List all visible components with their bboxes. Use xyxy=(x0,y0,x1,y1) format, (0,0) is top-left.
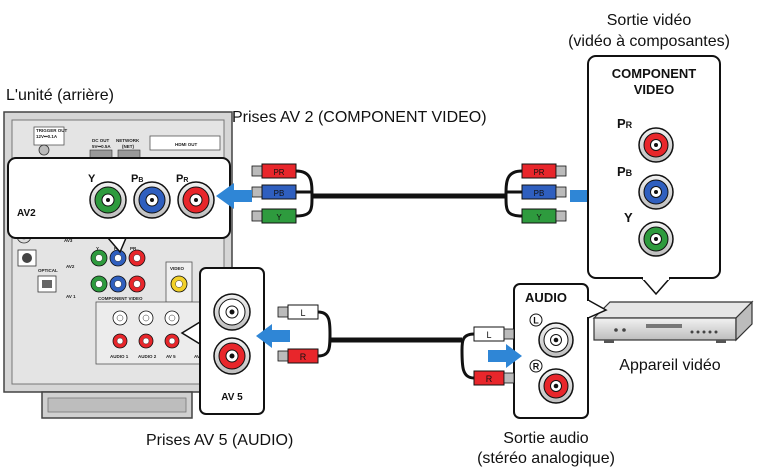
component-title-line2: VIDEO xyxy=(634,82,674,97)
audio-right-mark: R xyxy=(533,362,540,372)
audio-output-panel: AUDIO L R xyxy=(513,283,608,419)
optical-label: OPTICAL xyxy=(38,268,58,273)
network-label: NETWORK xyxy=(116,138,140,143)
left-plug-pb: PB xyxy=(251,184,297,200)
network-sub-label: (NET) xyxy=(122,144,134,149)
av1-row-label: AV 1 xyxy=(66,294,76,299)
arrow-to-receiver-video xyxy=(216,183,252,209)
arrow-to-receiver-audio xyxy=(256,324,290,348)
av2-row-pr-label: PR xyxy=(130,246,137,251)
audio-jack-left xyxy=(538,322,574,358)
arrow-from-device-audio xyxy=(488,344,522,368)
av5-zoom-label: AV 5 xyxy=(221,392,243,403)
output-jack-pr xyxy=(638,127,674,163)
right-plug-pb: PB xyxy=(521,184,567,200)
right-plug-l-label: L xyxy=(486,330,491,340)
output-jack-pb xyxy=(638,174,674,210)
right-plug-pr: PR xyxy=(521,163,567,179)
left-plug-y-label: Y xyxy=(276,213,282,222)
left-plug-r-label: R xyxy=(300,352,307,362)
av2-jacks-label: Prises AV 2 (COMPONENT VIDEO) xyxy=(232,109,487,126)
video-output-label-line2: (vidéo à composantes) xyxy=(568,33,730,50)
audio-jack-right xyxy=(538,368,574,404)
audio-output-label-line1: Sortie audio xyxy=(503,430,588,447)
dc-spec-label: 5V⎓0.5A xyxy=(92,144,111,149)
av2-zoom-pb-label: PB xyxy=(131,173,143,185)
av2-zoom-label: AV2 xyxy=(17,208,36,219)
av2-zoom-y-label: Y xyxy=(88,173,96,185)
left-plug-l-label: L xyxy=(300,308,305,318)
av5-zoom-jack-left xyxy=(213,293,251,331)
audio1-label: AUDIO 1 xyxy=(110,354,129,359)
audio-title: AUDIO xyxy=(525,290,567,305)
right-plug-r: R xyxy=(473,370,515,386)
component-video-label: COMPONENT VIDEO xyxy=(98,296,143,301)
av2-zoom-pr-label: PR xyxy=(176,173,188,185)
video-label: VIDEO xyxy=(170,266,185,271)
component-video-output-panel: COMPONENT VIDEO PR PB Y xyxy=(587,55,721,296)
av6-small-label: AV xyxy=(194,354,200,359)
av2-zoom-jack-pb xyxy=(133,181,171,219)
left-plug-pb-label: PB xyxy=(274,189,285,198)
trigger-spec-label: 12V⎓0.1A xyxy=(36,134,58,139)
hdmi-out-label: HDMI OUT xyxy=(175,142,197,147)
dc-out-label: DC OUT xyxy=(92,138,109,143)
component-title-line1: COMPONENT xyxy=(612,66,697,81)
av2-zoom-jack-y xyxy=(89,181,127,219)
av5-jacks-label: Prises AV 5 (AUDIO) xyxy=(146,432,293,449)
left-plug-l: L xyxy=(277,304,319,320)
av5-small-label: AV 5 xyxy=(166,354,176,359)
output-pb-label: PB xyxy=(617,164,633,179)
output-y-label: Y xyxy=(624,210,633,225)
unit-rear-label: L'unité (arrière) xyxy=(6,87,114,104)
left-plug-y: Y xyxy=(251,208,297,224)
video-device-label: Appareil vidéo xyxy=(619,357,721,374)
output-jack-y xyxy=(638,221,674,257)
av2-zoom-callout: AV2 Y PB PR xyxy=(7,157,231,254)
right-plug-pb-label: PB xyxy=(534,189,545,198)
video-output-label-line1: Sortie vidéo xyxy=(607,12,692,29)
right-plug-y: Y xyxy=(521,208,567,224)
av2-zoom-jack-pr xyxy=(177,181,215,219)
av5-zoom-jack-right xyxy=(213,337,251,375)
left-plug-r: R xyxy=(277,348,319,364)
left-plug-pr-label: PR xyxy=(273,168,284,177)
audio-cable: L R L R xyxy=(277,304,515,386)
audio2-label: AUDIO 2 xyxy=(138,354,157,359)
av5-zoom-callout: AV 5 xyxy=(180,267,265,415)
av3-row-label: AV3 xyxy=(64,238,73,243)
output-pr-label: PR xyxy=(617,116,633,131)
av2-row-label: AV2 xyxy=(66,264,75,269)
left-plug-pr: PR xyxy=(251,163,297,179)
av2-row-y-label: Y xyxy=(96,246,99,251)
right-plug-pr-label: PR xyxy=(533,168,544,177)
trigger-out-label: TRIGGER OUT xyxy=(36,128,68,133)
audio-output-label-line2: (stéréo analogique) xyxy=(477,450,615,467)
right-plug-r-label: R xyxy=(486,374,493,384)
audio-left-mark: L xyxy=(533,316,539,326)
video-device xyxy=(592,300,754,343)
right-plug-l: L xyxy=(473,326,515,342)
right-plug-y-label: Y xyxy=(536,213,542,222)
component-video-cable: PR PB Y PR PB Y xyxy=(251,163,567,224)
